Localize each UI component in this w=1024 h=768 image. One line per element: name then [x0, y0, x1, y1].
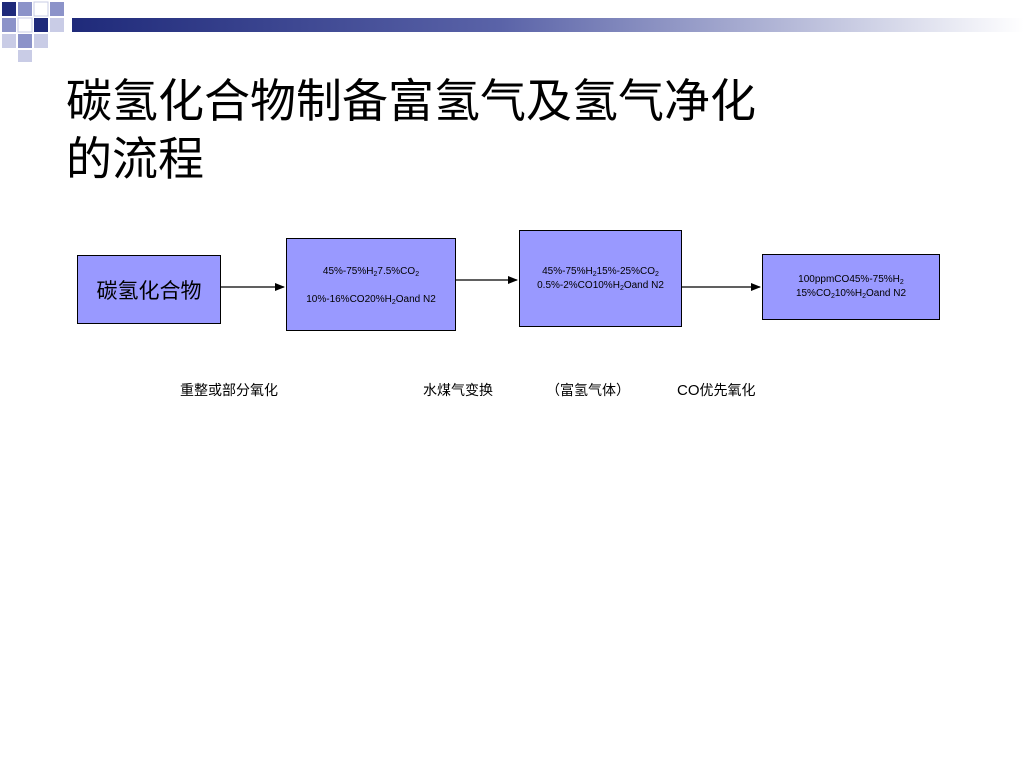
caption-reforming: 重整或部分氧化 [180, 383, 278, 399]
decor-square [2, 34, 16, 48]
box2-line1: 45%-75%H215%-25%CO2 [542, 265, 659, 278]
decor-square [34, 18, 48, 32]
decor-square [34, 34, 48, 48]
decor-gradient-bar [72, 18, 1024, 32]
box1-line2: 10%-16%CO20%H2Oand N2 [306, 294, 436, 306]
top-decoration [2, 1, 1024, 62]
caption-co-preferential-oxidation: CO优先氧化 [677, 380, 756, 400]
decor-square [2, 2, 16, 16]
reformate-gas-box: 45%-75%H27.5%CO2 10%-16%CO20%H2Oand N2 [286, 238, 456, 331]
purified-gas-box: 100ppmCO45%-75%H2 15%CO210%H2Oand N2 [762, 254, 940, 320]
decor-square [18, 2, 32, 16]
decor-square [18, 34, 32, 48]
slide-title-line1: 碳氢化合物制备富氢气及氢气净化 [66, 74, 756, 128]
slide-title-line2: 的流程 [66, 132, 204, 186]
decor-square [50, 18, 64, 32]
caption-hydrogen-rich-gas: （富氢气体） [546, 383, 630, 399]
source-label: 碳氢化合物 [96, 278, 202, 303]
decor-square [17, 17, 33, 33]
decor-square [18, 50, 32, 62]
decor-square [50, 2, 64, 16]
shifted-gas-box: 45%-75%H215%-25%CO2 0.5%-2%CO10%H2Oand N… [519, 230, 682, 327]
slide-title: 碳氢化合物制备富氢气及氢气净化 的流程 [66, 72, 966, 188]
caption-co-prefix: CO [677, 382, 700, 399]
decor-square [33, 1, 49, 17]
caption-co-suffix: 优先氧化 [699, 383, 756, 399]
hydrocarbon-source-box: 碳氢化合物 [77, 255, 221, 324]
box3-line2: 15%CO210%H2Oand N2 [795, 288, 907, 300]
box3-line1: 100ppmCO45%-75%H2 [798, 274, 904, 286]
caption-water-gas-shift: 水煤气变换 [423, 383, 493, 399]
decor-square [2, 18, 16, 32]
box2-line2: 0.5%-2%CO10%H2Oand N2 [537, 279, 664, 292]
box1-line1: 45%-75%H27.5%CO2 [322, 266, 420, 278]
